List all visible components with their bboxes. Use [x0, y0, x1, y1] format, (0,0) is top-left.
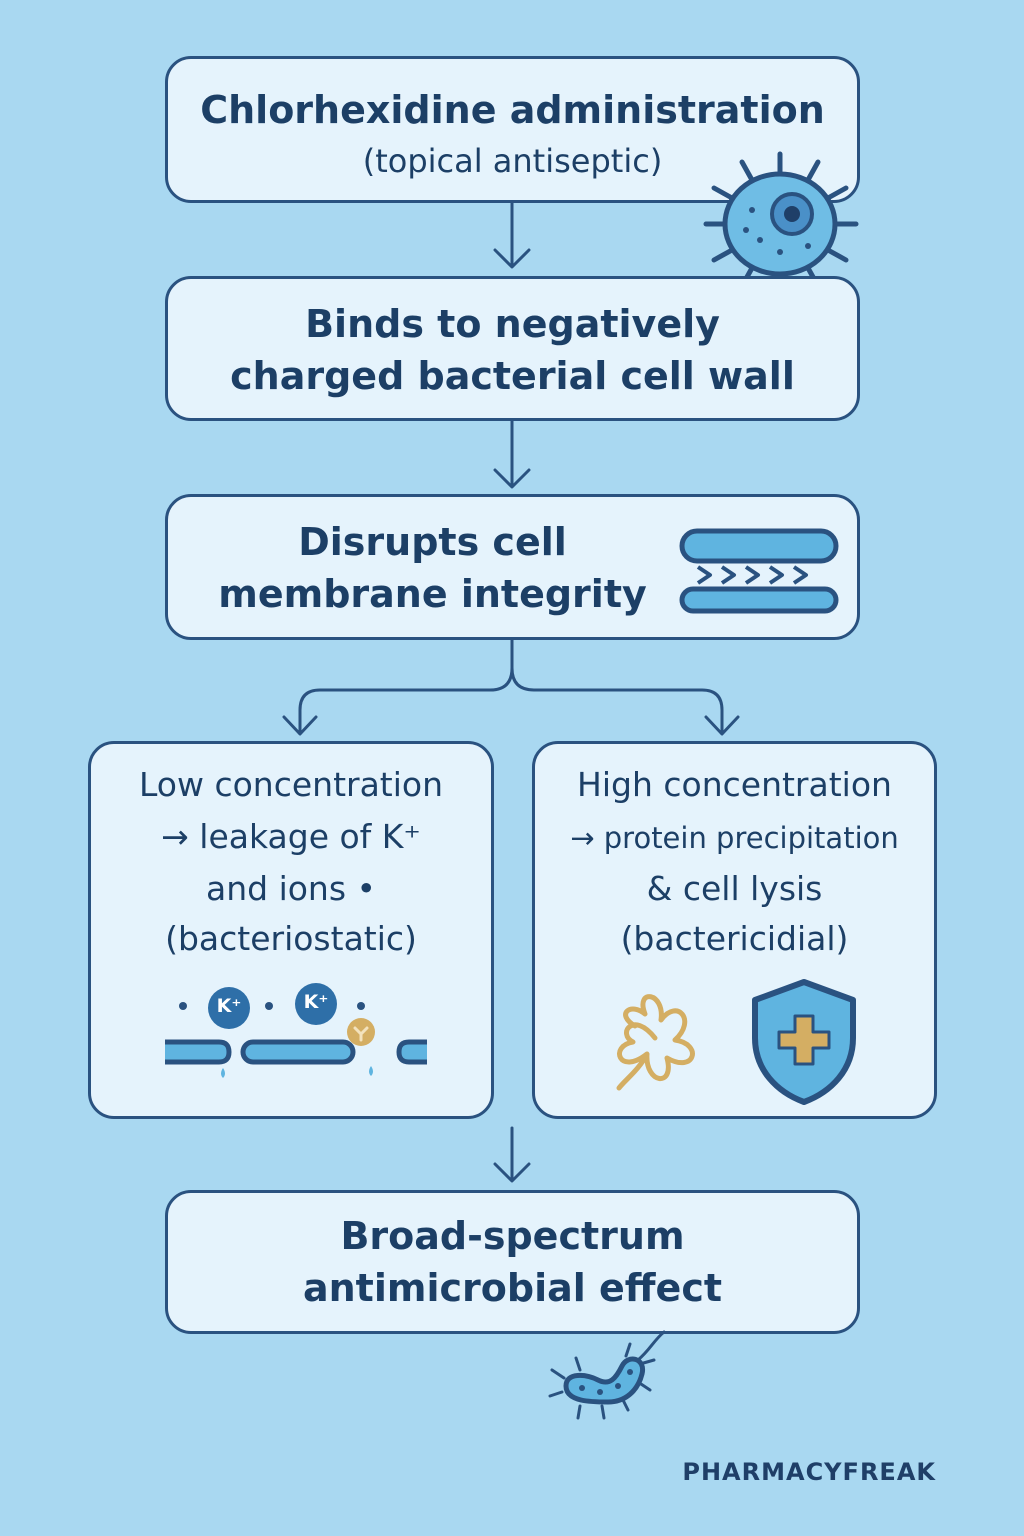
step1-title: Chlorhexidine administration: [200, 88, 825, 132]
step3-line1: Disrupts cell: [298, 520, 567, 564]
low-line1: Low concentration: [138, 765, 444, 804]
step3-line2: membrane integrity: [218, 572, 647, 616]
high-line4: (bactericidial): [620, 919, 849, 958]
high-line1: High concentration: [577, 765, 892, 804]
branch-high-concentration: High concentration → protein precipitati…: [532, 741, 937, 1119]
brand-watermark: PHARMACYFREAK: [682, 1458, 936, 1486]
arrow-step3-split: [282, 638, 740, 736]
shield-cross-icon: [752, 979, 856, 1105]
step1-subtitle: (topical antiseptic): [362, 142, 663, 180]
arrow-step2-to-step3: [493, 419, 531, 489]
arrow-step1-to-step2: [493, 201, 531, 269]
step-chlorhexidine-administration: Chlorhexidine administration (topical an…: [165, 56, 860, 203]
step-binds-cell-wall: Binds to negatively charged bacterial ce…: [165, 276, 860, 421]
low-line3: and ions •: [206, 869, 376, 908]
outcome-line1: Broad-spectrum: [340, 1214, 685, 1258]
arrow-branch-to-outcome: [493, 1126, 531, 1183]
bacterium-cell-icon: [703, 151, 859, 297]
branch-low-concentration: Low concentration → leakage of K⁺ and io…: [88, 741, 494, 1119]
outcome-broad-spectrum: Broad-spectrum antimicrobial effect: [165, 1190, 860, 1334]
outcome-line2: antimicrobial effect: [302, 1266, 723, 1310]
ion-label-1: K⁺: [216, 995, 242, 1017]
step2-line1: Binds to negatively: [305, 302, 720, 346]
precipitated-protein-icon: [616, 994, 695, 1091]
high-line3: & cell lysis: [646, 869, 823, 908]
step-disrupts-membrane: Disrupts cell membrane integrity: [165, 494, 860, 640]
rod-bacterium-icon: [548, 1330, 666, 1420]
step2-line2: charged bacterial cell wall: [230, 354, 795, 398]
ion-label-2: K⁺: [303, 991, 329, 1013]
low-line4: (bacteriostatic): [165, 919, 417, 958]
membrane-bilayer-icon: [679, 528, 839, 614]
high-line2: → protein precipitation: [570, 821, 899, 855]
low-line2: → leakage of K⁺: [161, 817, 421, 856]
ion-leakage-icon: [165, 983, 427, 1078]
